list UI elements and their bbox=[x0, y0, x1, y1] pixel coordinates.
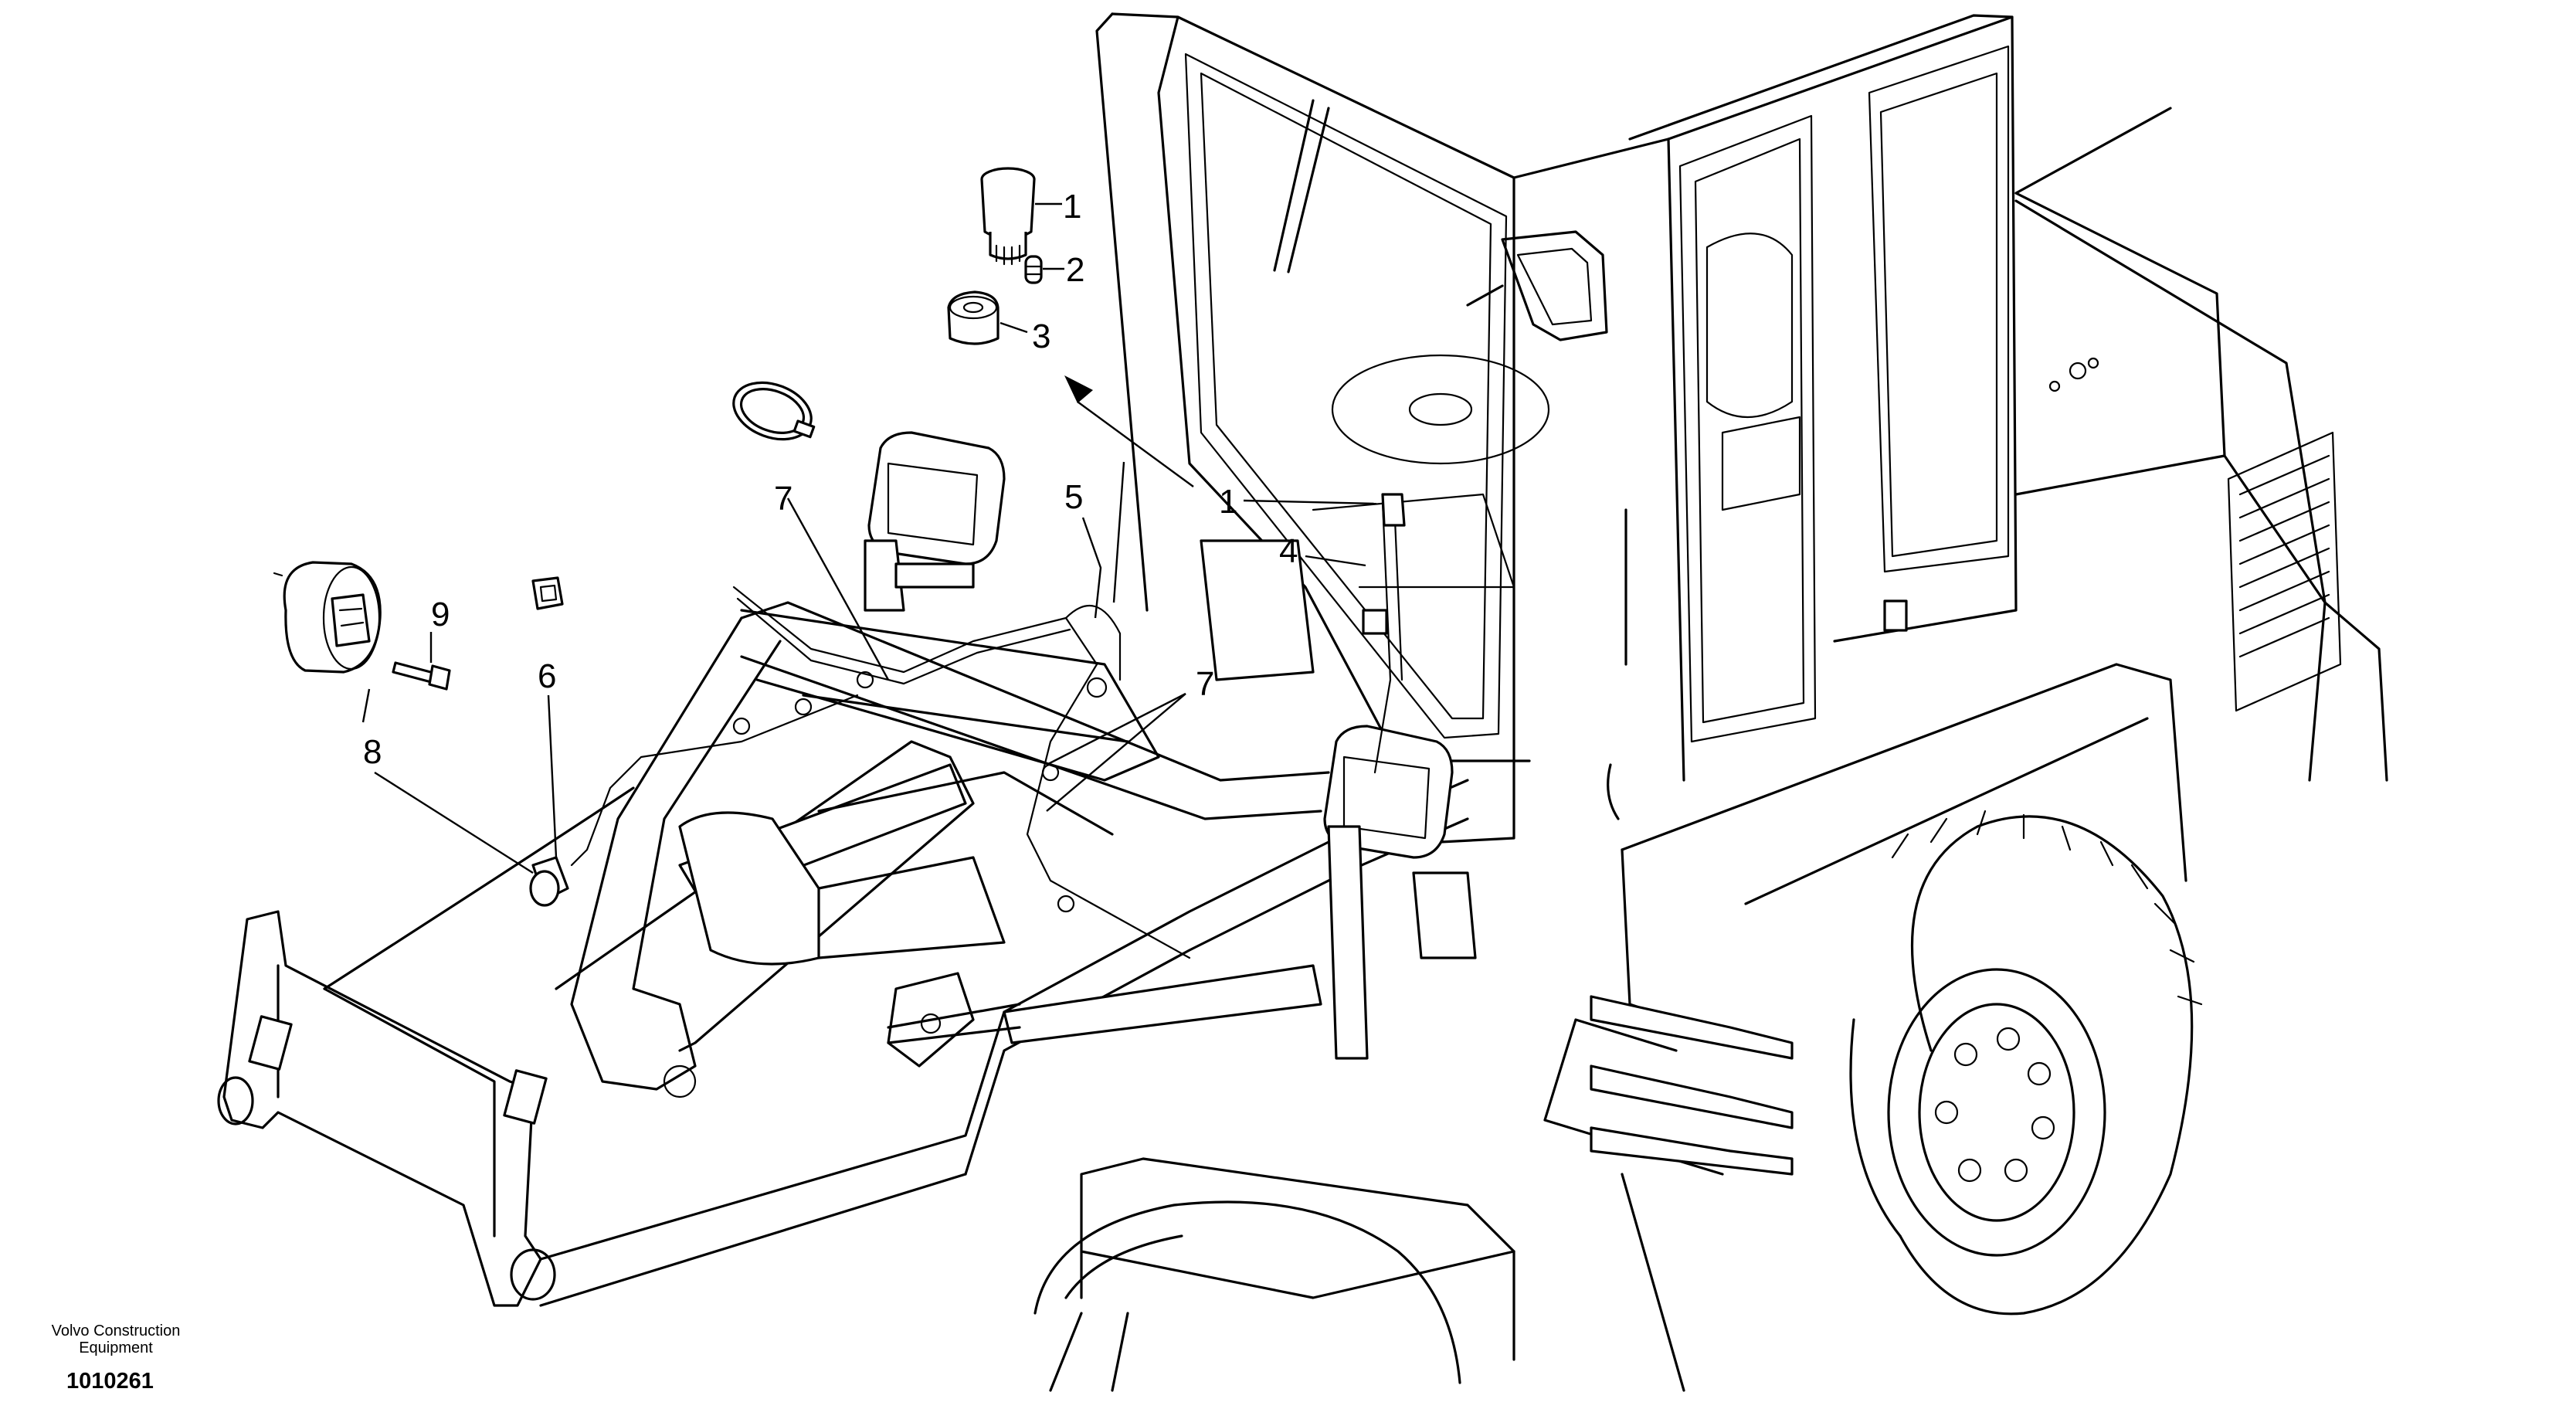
front-wheel bbox=[1033, 1157, 1515, 1392]
cable-tie-part-7 bbox=[732, 381, 816, 441]
callout-4: 4 bbox=[1279, 532, 1298, 570]
figure-number: 1010261 bbox=[66, 1369, 154, 1394]
loader-frame bbox=[217, 601, 1469, 1307]
leader-lines bbox=[361, 202, 1377, 874]
bolt-part-9 bbox=[392, 661, 451, 691]
callout-8: 8 bbox=[363, 733, 382, 771]
rear-wheel bbox=[1849, 810, 2203, 1316]
wiring-harness bbox=[570, 493, 1406, 959]
work-light-left bbox=[864, 431, 1006, 612]
callout-labels: 1 2 3 1 4 5 6 7 7 8 9 bbox=[363, 188, 1298, 771]
callout-1-mid: 1 bbox=[1219, 483, 1237, 521]
cab bbox=[1095, 12, 2018, 844]
fender-and-steps bbox=[1543, 663, 2187, 1392]
brand-line-2: Equipment bbox=[79, 1339, 153, 1356]
callout-7-right: 7 bbox=[1196, 665, 1214, 703]
clip-part-2 bbox=[1024, 255, 1043, 284]
callout-7-left: 7 bbox=[774, 480, 792, 518]
engine-hood bbox=[2014, 107, 2388, 782]
callout-6: 6 bbox=[538, 657, 556, 695]
work-light-right bbox=[1323, 725, 1477, 1060]
brand-line-1: Volvo Construction bbox=[51, 1322, 181, 1339]
callout-9: 9 bbox=[431, 596, 450, 633]
switch-part-1 bbox=[980, 167, 1036, 266]
callout-3: 3 bbox=[1032, 317, 1050, 355]
clip-part-6 bbox=[531, 576, 564, 610]
connector-part-8 bbox=[273, 561, 569, 907]
callout-1-top: 1 bbox=[1063, 188, 1081, 226]
brand-label: Volvo Construction Equipment bbox=[31, 1322, 201, 1356]
callout-2: 2 bbox=[1066, 251, 1084, 289]
callout-5: 5 bbox=[1064, 478, 1083, 516]
grommet-part-3 bbox=[947, 290, 1000, 345]
direction-arrow-icon bbox=[1064, 375, 1194, 487]
